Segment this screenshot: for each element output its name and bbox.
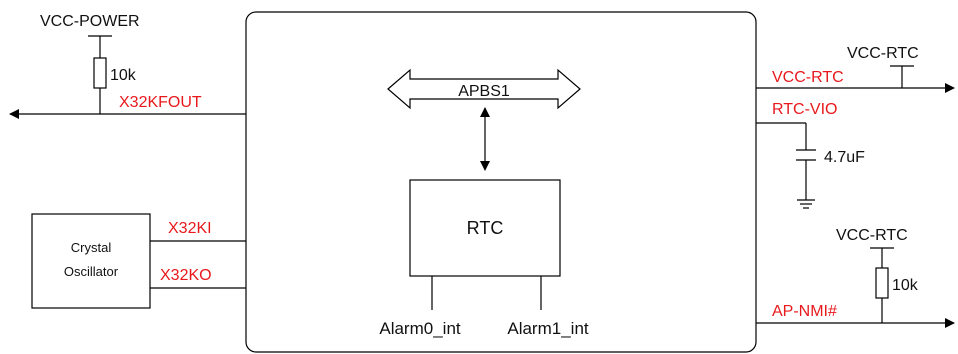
cap-value-label: 4.7uF [824, 149, 865, 166]
crystal-oscillator-block [31, 213, 151, 309]
resistor-right-value: 10k [892, 277, 919, 294]
resistor-left [93, 57, 107, 89]
apbs1-label: APBS1 [458, 83, 510, 100]
vcc-rtc-bottom-label: VCC-RTC [836, 227, 908, 244]
vcc-rtc-signal-label: VCC-RTC [772, 69, 844, 86]
crystal-label-line1: Crystal [71, 240, 112, 255]
rtc-vio-label: RTC-VIO [772, 101, 837, 118]
rtc-block [409, 179, 561, 277]
x32ko-label: X32KO [160, 267, 212, 284]
resistor-right [875, 267, 889, 299]
vcc-rtc-top-label: VCC-RTC [847, 45, 919, 62]
ap-nmi-label: AP-NMI# [772, 303, 837, 320]
crystal-label-line2: Oscillator [64, 264, 119, 279]
apbs1-bus-arrow [387, 68, 581, 110]
alarm1-label: Alarm1_int [507, 319, 589, 338]
rtc-block-label: RTC [467, 218, 504, 238]
resistor-left-value: 10k [110, 67, 137, 84]
vcc-power-label: VCC-POWER [40, 13, 140, 30]
x32ki-label: X32KI [168, 220, 212, 237]
x32kfout-label: X32KFOUT [119, 94, 202, 111]
alarm0-label: Alarm0_int [379, 319, 461, 338]
